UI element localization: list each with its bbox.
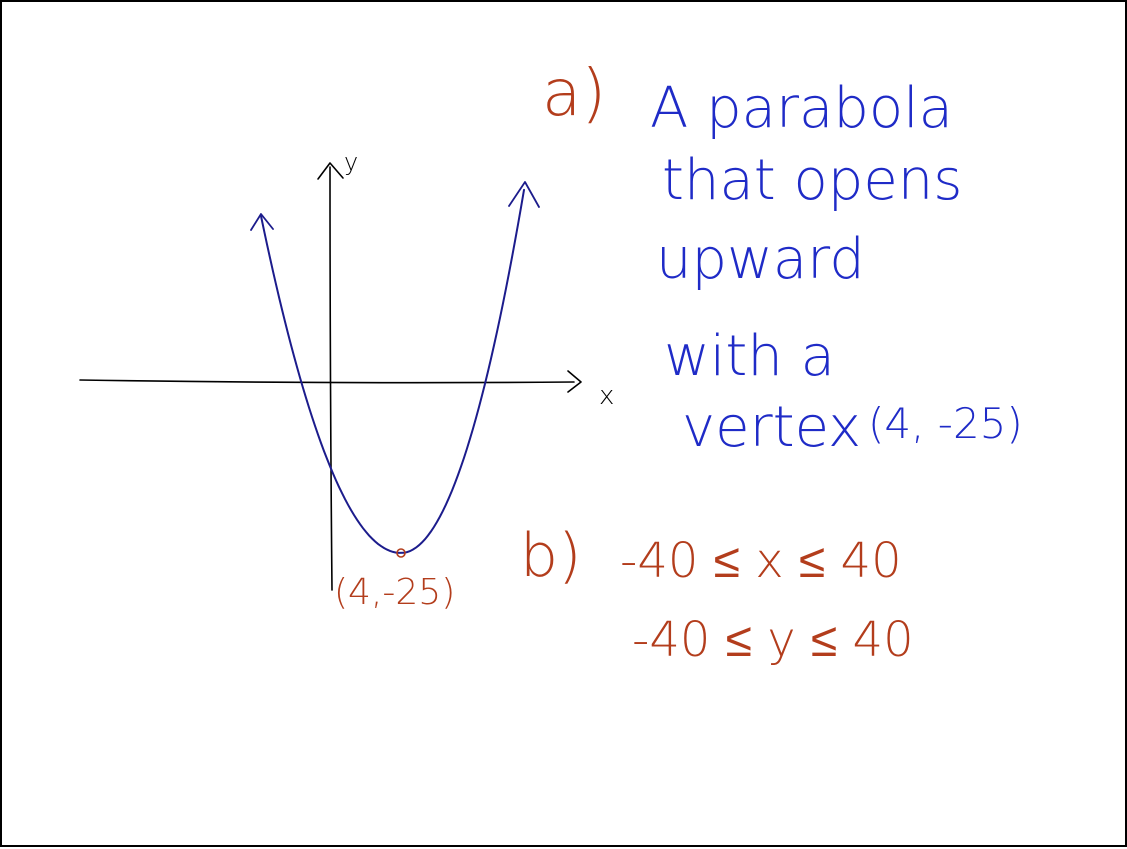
part-b-marker: b) [520, 521, 582, 591]
part-b-y-window: -40 ≤ y ≤ 40 [632, 612, 914, 668]
part-a-line-1: A parabola [650, 76, 953, 141]
y-axis-label: y [344, 148, 358, 176]
part-a-line-2: that opens [662, 148, 962, 213]
vertex-label: (4,-25) [334, 572, 455, 613]
parabola-curve [260, 188, 525, 554]
part-b: b) -40 ≤ x ≤ 40 -40 ≤ y ≤ 40 [520, 521, 914, 668]
parabola-left-arrowhead [250, 213, 274, 231]
part-a-vertex-word: vertex [682, 395, 861, 460]
x-axis-line [79, 379, 575, 384]
y-axis: y [317, 148, 358, 591]
part-a: a) A parabola that opens upward with a v… [542, 57, 1023, 460]
part-b-x-window: -40 ≤ x ≤ 40 [620, 533, 902, 589]
x-axis: x [79, 370, 614, 411]
x-axis-arrowhead [567, 370, 582, 393]
part-a-line-3: upward [656, 227, 865, 292]
vertex-point [396, 548, 406, 558]
part-a-marker: a) [542, 57, 606, 131]
part-a-vertex-coords: (4, -25) [868, 399, 1023, 448]
y-axis-line [329, 166, 333, 591]
x-axis-label: x [599, 381, 614, 411]
y-axis-arrowhead [317, 162, 344, 180]
parabola: (4,-25) [250, 181, 540, 613]
part-a-line-4: with a [664, 324, 835, 389]
parabola-right-arrowhead [508, 181, 540, 208]
